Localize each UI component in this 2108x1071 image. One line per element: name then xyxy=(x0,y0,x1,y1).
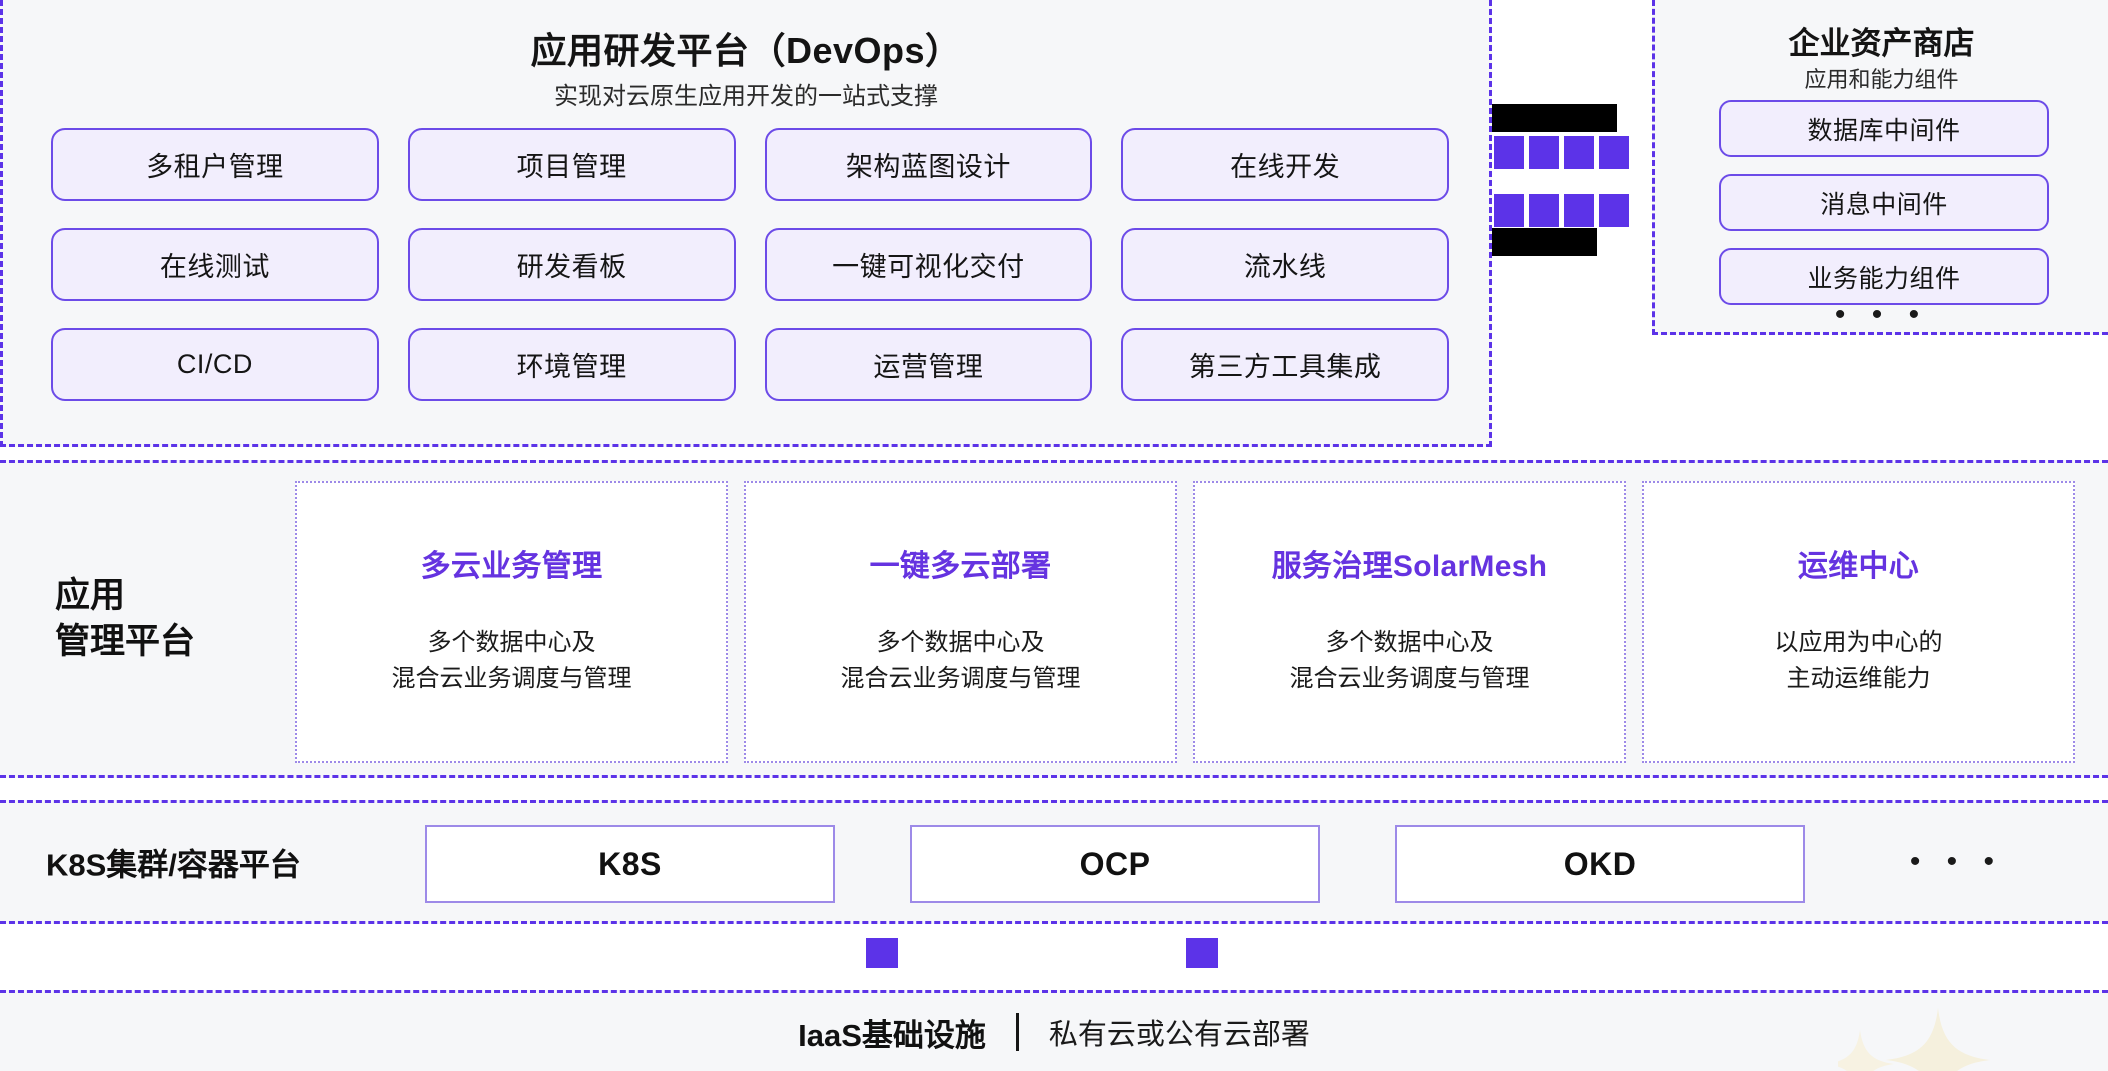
management-card-grid: 多云业务管理 多个数据中心及 混合云业务调度与管理 一键多云部署 多个数据中心及… xyxy=(295,481,2075,763)
management-card-title: 服务治理SolarMesh xyxy=(1271,550,1548,583)
management-label-line2: 管理平台 xyxy=(55,622,196,661)
devops-item[interactable]: 研发看板 xyxy=(407,228,736,301)
management-card[interactable]: 服务治理SolarMesh 多个数据中心及 混合云业务调度与管理 xyxy=(1193,481,1626,763)
devops-item[interactable]: 环境管理 xyxy=(407,328,736,401)
middle-connector-column xyxy=(1492,0,1652,447)
management-card-title: 一键多云部署 xyxy=(869,550,1052,583)
devops-subtitle: 实现对云原生应用开发的一站式支撑 xyxy=(554,83,938,110)
asset-store-list: 数据库中间件 消息中间件 业务能力组件 xyxy=(1719,100,2049,305)
iaas-content: IaaS基础设施 私有云或公有云部署 xyxy=(798,1010,1310,1055)
connector-square xyxy=(1599,136,1629,169)
iaas-subtitle: 私有云或公有云部署 xyxy=(1048,1019,1310,1051)
devops-item[interactable]: 在线测试 xyxy=(51,228,379,301)
asset-item[interactable]: 业务能力组件 xyxy=(1719,248,2049,305)
connector-square xyxy=(1564,194,1594,227)
management-platform-label: 应用 管理平台 xyxy=(55,573,195,665)
connector-square xyxy=(1494,136,1524,169)
asset-item[interactable]: 消息中间件 xyxy=(1719,174,2049,231)
iaas-divider xyxy=(1015,1013,1019,1051)
k8s-box[interactable]: K8S xyxy=(425,825,835,903)
management-card-title: 运维中心 xyxy=(1797,550,1920,583)
iaas-title: IaaS基础设施 xyxy=(798,1017,986,1053)
k8s-more-ellipsis: • • • xyxy=(1909,845,2003,878)
sparkle-decoration-icon xyxy=(1838,1008,1990,1071)
asset-store-more-ellipsis: • • • xyxy=(1834,298,1929,331)
connector-square xyxy=(866,938,898,968)
asset-store-subtitle: 应用和能力组件 xyxy=(1804,67,1959,92)
devops-item[interactable]: 架构蓝图设计 xyxy=(764,128,1093,201)
devops-item[interactable]: 在线开发 xyxy=(1121,128,1449,201)
management-card-desc: 多个数据中心及 混合云业务调度与管理 xyxy=(1289,629,1530,692)
connector-square xyxy=(1564,136,1594,169)
redacted-label-bottom xyxy=(1492,228,1597,256)
management-card-title: 多云业务管理 xyxy=(420,550,603,583)
management-card[interactable]: 一键多云部署 多个数据中心及 混合云业务调度与管理 xyxy=(744,481,1177,763)
asset-store-title: 企业资产商店 xyxy=(1788,26,1975,61)
k8s-panel-label: K8S集群/容器平台 xyxy=(46,847,301,883)
devops-panel: 应用研发平台（DevOps） 实现对云原生应用开发的一站式支撑 多租户管理 项目… xyxy=(0,0,1492,447)
layer-connectors xyxy=(0,924,2108,990)
square-row-top xyxy=(1494,136,1629,169)
asset-item[interactable]: 数据库中间件 xyxy=(1719,100,2049,157)
k8s-box-row: K8S OCP OKD xyxy=(425,825,1805,903)
connector-square xyxy=(1529,136,1559,169)
management-card-desc: 多个数据中心及 混合云业务调度与管理 xyxy=(391,629,632,692)
connector-square xyxy=(1529,194,1559,227)
management-label-line1: 应用 xyxy=(55,575,126,615)
top-row: 应用研发平台（DevOps） 实现对云原生应用开发的一站式支撑 多租户管理 项目… xyxy=(0,0,2108,447)
devops-item[interactable]: 运营管理 xyxy=(764,328,1093,401)
devops-item[interactable]: 第三方工具集成 xyxy=(1121,328,1449,401)
k8s-box[interactable]: OKD xyxy=(1395,825,1805,903)
connector-square xyxy=(1599,194,1629,227)
management-platform-panel: 应用 管理平台 多云业务管理 多个数据中心及 混合云业务调度与管理 一键多云部署… xyxy=(0,460,2108,778)
devops-capability-grid: 多租户管理 项目管理 架构蓝图设计 在线开发 在线测试 研发看板 一键可视化交付… xyxy=(51,128,1449,401)
devops-title: 应用研发平台（DevOps） xyxy=(530,30,962,71)
devops-item[interactable]: 多租户管理 xyxy=(51,128,379,201)
square-row-bottom xyxy=(1494,194,1629,227)
devops-item[interactable]: 一键可视化交付 xyxy=(764,228,1093,301)
connector-square xyxy=(1494,194,1524,227)
management-card-desc: 多个数据中心及 混合云业务调度与管理 xyxy=(840,629,1081,692)
management-card[interactable]: 多云业务管理 多个数据中心及 混合云业务调度与管理 xyxy=(295,481,728,763)
devops-item[interactable]: 流水线 xyxy=(1121,228,1449,301)
iaas-panel: IaaS基础设施 私有云或公有云部署 xyxy=(0,990,2108,1071)
redacted-label-top xyxy=(1492,104,1617,132)
connector-square xyxy=(1186,938,1218,968)
management-card-desc: 以应用为中心的 主动运维能力 xyxy=(1774,629,1943,692)
management-card[interactable]: 运维中心 以应用为中心的 主动运维能力 xyxy=(1642,481,2075,763)
devops-item[interactable]: CI/CD xyxy=(51,328,379,401)
k8s-box[interactable]: OCP xyxy=(910,825,1320,903)
k8s-platform-panel: K8S集群/容器平台 K8S OCP OKD • • • xyxy=(0,800,2108,924)
asset-store-panel: 企业资产商店 应用和能力组件 数据库中间件 消息中间件 业务能力组件 • • • xyxy=(1652,0,2108,335)
devops-item[interactable]: 项目管理 xyxy=(407,128,736,201)
